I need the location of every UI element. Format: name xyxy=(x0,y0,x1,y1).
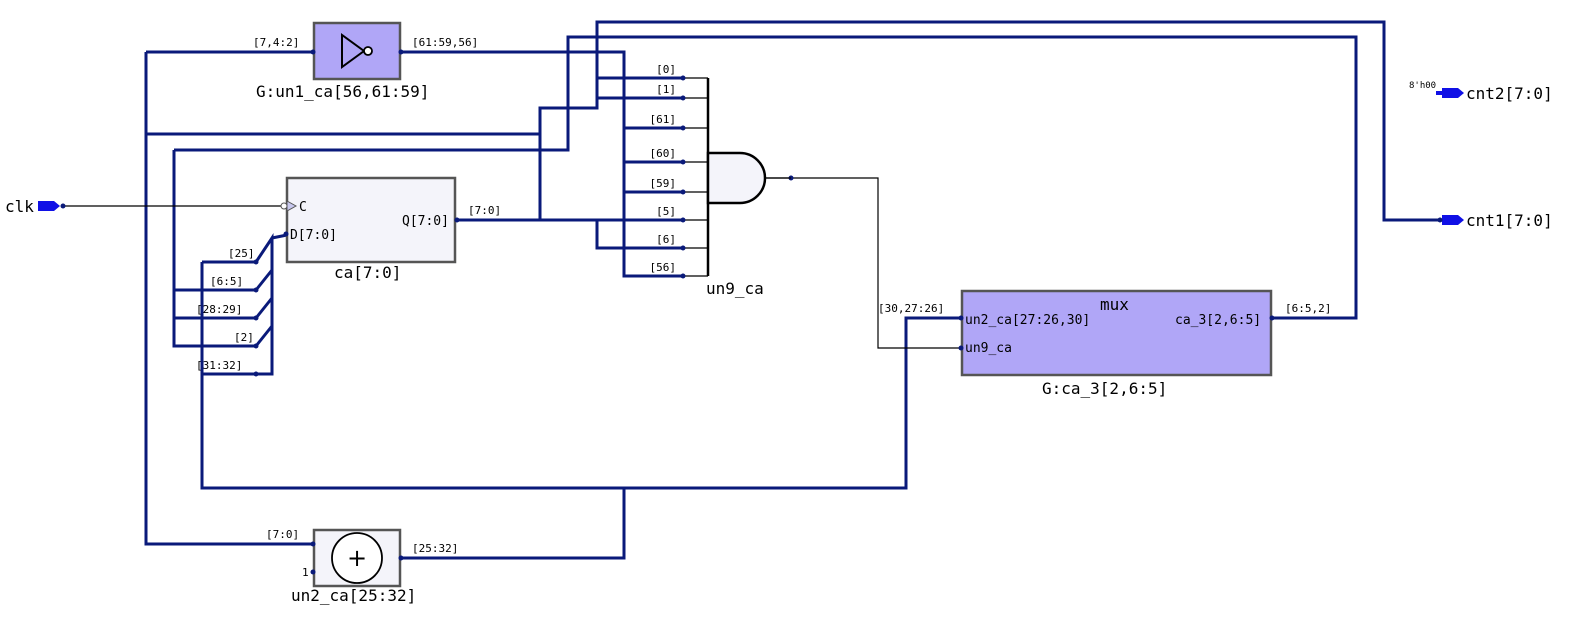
and-input-label: [5] xyxy=(656,205,676,218)
and-input-pin xyxy=(680,189,686,195)
and-input-pin xyxy=(680,159,686,165)
mux-pin-un9: un9_ca xyxy=(965,341,1012,356)
and-input-pin xyxy=(680,75,686,81)
adder-const: 1 xyxy=(302,566,309,579)
and-gate-cell[interactable]: [0] [1] [61] [60] [59] [5] [6] [56] un9_ca xyxy=(650,63,794,298)
and-input-label: [60] xyxy=(650,147,677,160)
and-input-pin xyxy=(680,95,686,101)
and-input-pin xyxy=(680,273,686,279)
reg-pin-d: D[7:0] xyxy=(290,228,337,243)
mux-in-label: [30,27:26] xyxy=(878,302,944,315)
inverter-icon xyxy=(341,33,366,69)
port-cnt1[interactable]: cnt1[7:0] xyxy=(1437,211,1553,230)
adder-out-label: [25:32] xyxy=(412,542,458,555)
d-tap-label-31-32: [31:32] xyxy=(196,359,242,372)
and-input-label: [1] xyxy=(656,83,676,96)
and-input-pin xyxy=(680,217,686,223)
d-tap-label-28-29: [28:29] xyxy=(196,303,242,316)
mux-pin-un2: un2_ca[27:26,30] xyxy=(965,313,1090,328)
and-input-pin xyxy=(680,125,686,131)
plus-circle-icon xyxy=(331,532,383,584)
mux-name: G:ca_3[2,6:5] xyxy=(1042,379,1167,398)
port-cnt2-label: cnt2[7:0] xyxy=(1466,84,1553,103)
mux-pin-out: ca_3[2,6:5] xyxy=(1175,313,1261,328)
and-input-label: [56] xyxy=(650,261,677,274)
adder-in-label: [7:0] xyxy=(266,528,299,541)
reg-pin-q: Q[7:0] xyxy=(402,214,449,229)
inv-name: G:un1_ca[56,61:59] xyxy=(256,82,429,101)
inv-in-label: [7,4:2] xyxy=(253,36,299,49)
and-input-label: [59] xyxy=(650,177,677,190)
d-tap-label-2: [2] xyxy=(234,331,254,344)
inv-out-label: [61:59,56] xyxy=(412,36,478,49)
bus-wires xyxy=(144,20,1440,560)
and-gate-name: un9_ca xyxy=(706,279,764,298)
port-cnt2[interactable]: 8'h00 cnt2[7:0] xyxy=(1409,81,1553,103)
port-clk[interactable]: clk xyxy=(5,197,66,216)
cnt2-const-label: 8'h00 xyxy=(1409,81,1436,91)
and-input-label: [61] xyxy=(650,113,677,126)
port-cnt1-label: cnt1[7:0] xyxy=(1466,211,1553,230)
and-input-pin xyxy=(680,245,686,251)
mux-title: mux xyxy=(1100,295,1129,314)
and-input-label: [0] xyxy=(656,63,676,76)
port-clk-label: clk xyxy=(5,197,34,216)
d-tap-label-6-5: [6:5] xyxy=(210,275,243,288)
reg-pin-c: C xyxy=(299,200,307,215)
mux-out-label: [6:5,2] xyxy=(1285,302,1331,315)
adder-name: un2_ca[25:32] xyxy=(291,586,416,605)
adder-cell[interactable]: + [7:0] 1 [25:32] un2_ca[25:32] xyxy=(266,528,458,605)
inverter-cell[interactable]: [7,4:2] [61:59,56] G:un1_ca[56,61:59] xyxy=(253,21,478,101)
and-input-label: [6] xyxy=(656,233,676,246)
mux-cell[interactable]: mux un2_ca[27:26,30] un9_ca ca_3[2,6:5] … xyxy=(878,289,1331,398)
un9-ca-wire xyxy=(765,177,962,349)
reg-q-label: [7:0] xyxy=(468,204,501,217)
adder-symbol: + xyxy=(347,544,367,572)
reg-name: ca[7:0] xyxy=(334,263,401,282)
register-cell[interactable]: C D[7:0] Q[7:0] [7:0] ca[7:0] xyxy=(280,176,501,282)
and-gate-icon xyxy=(706,151,767,205)
d-tap-label-25: [25] xyxy=(228,247,255,260)
d-input-taps: [25] [6:5] [28:29] [2] [31:32] xyxy=(196,233,288,377)
